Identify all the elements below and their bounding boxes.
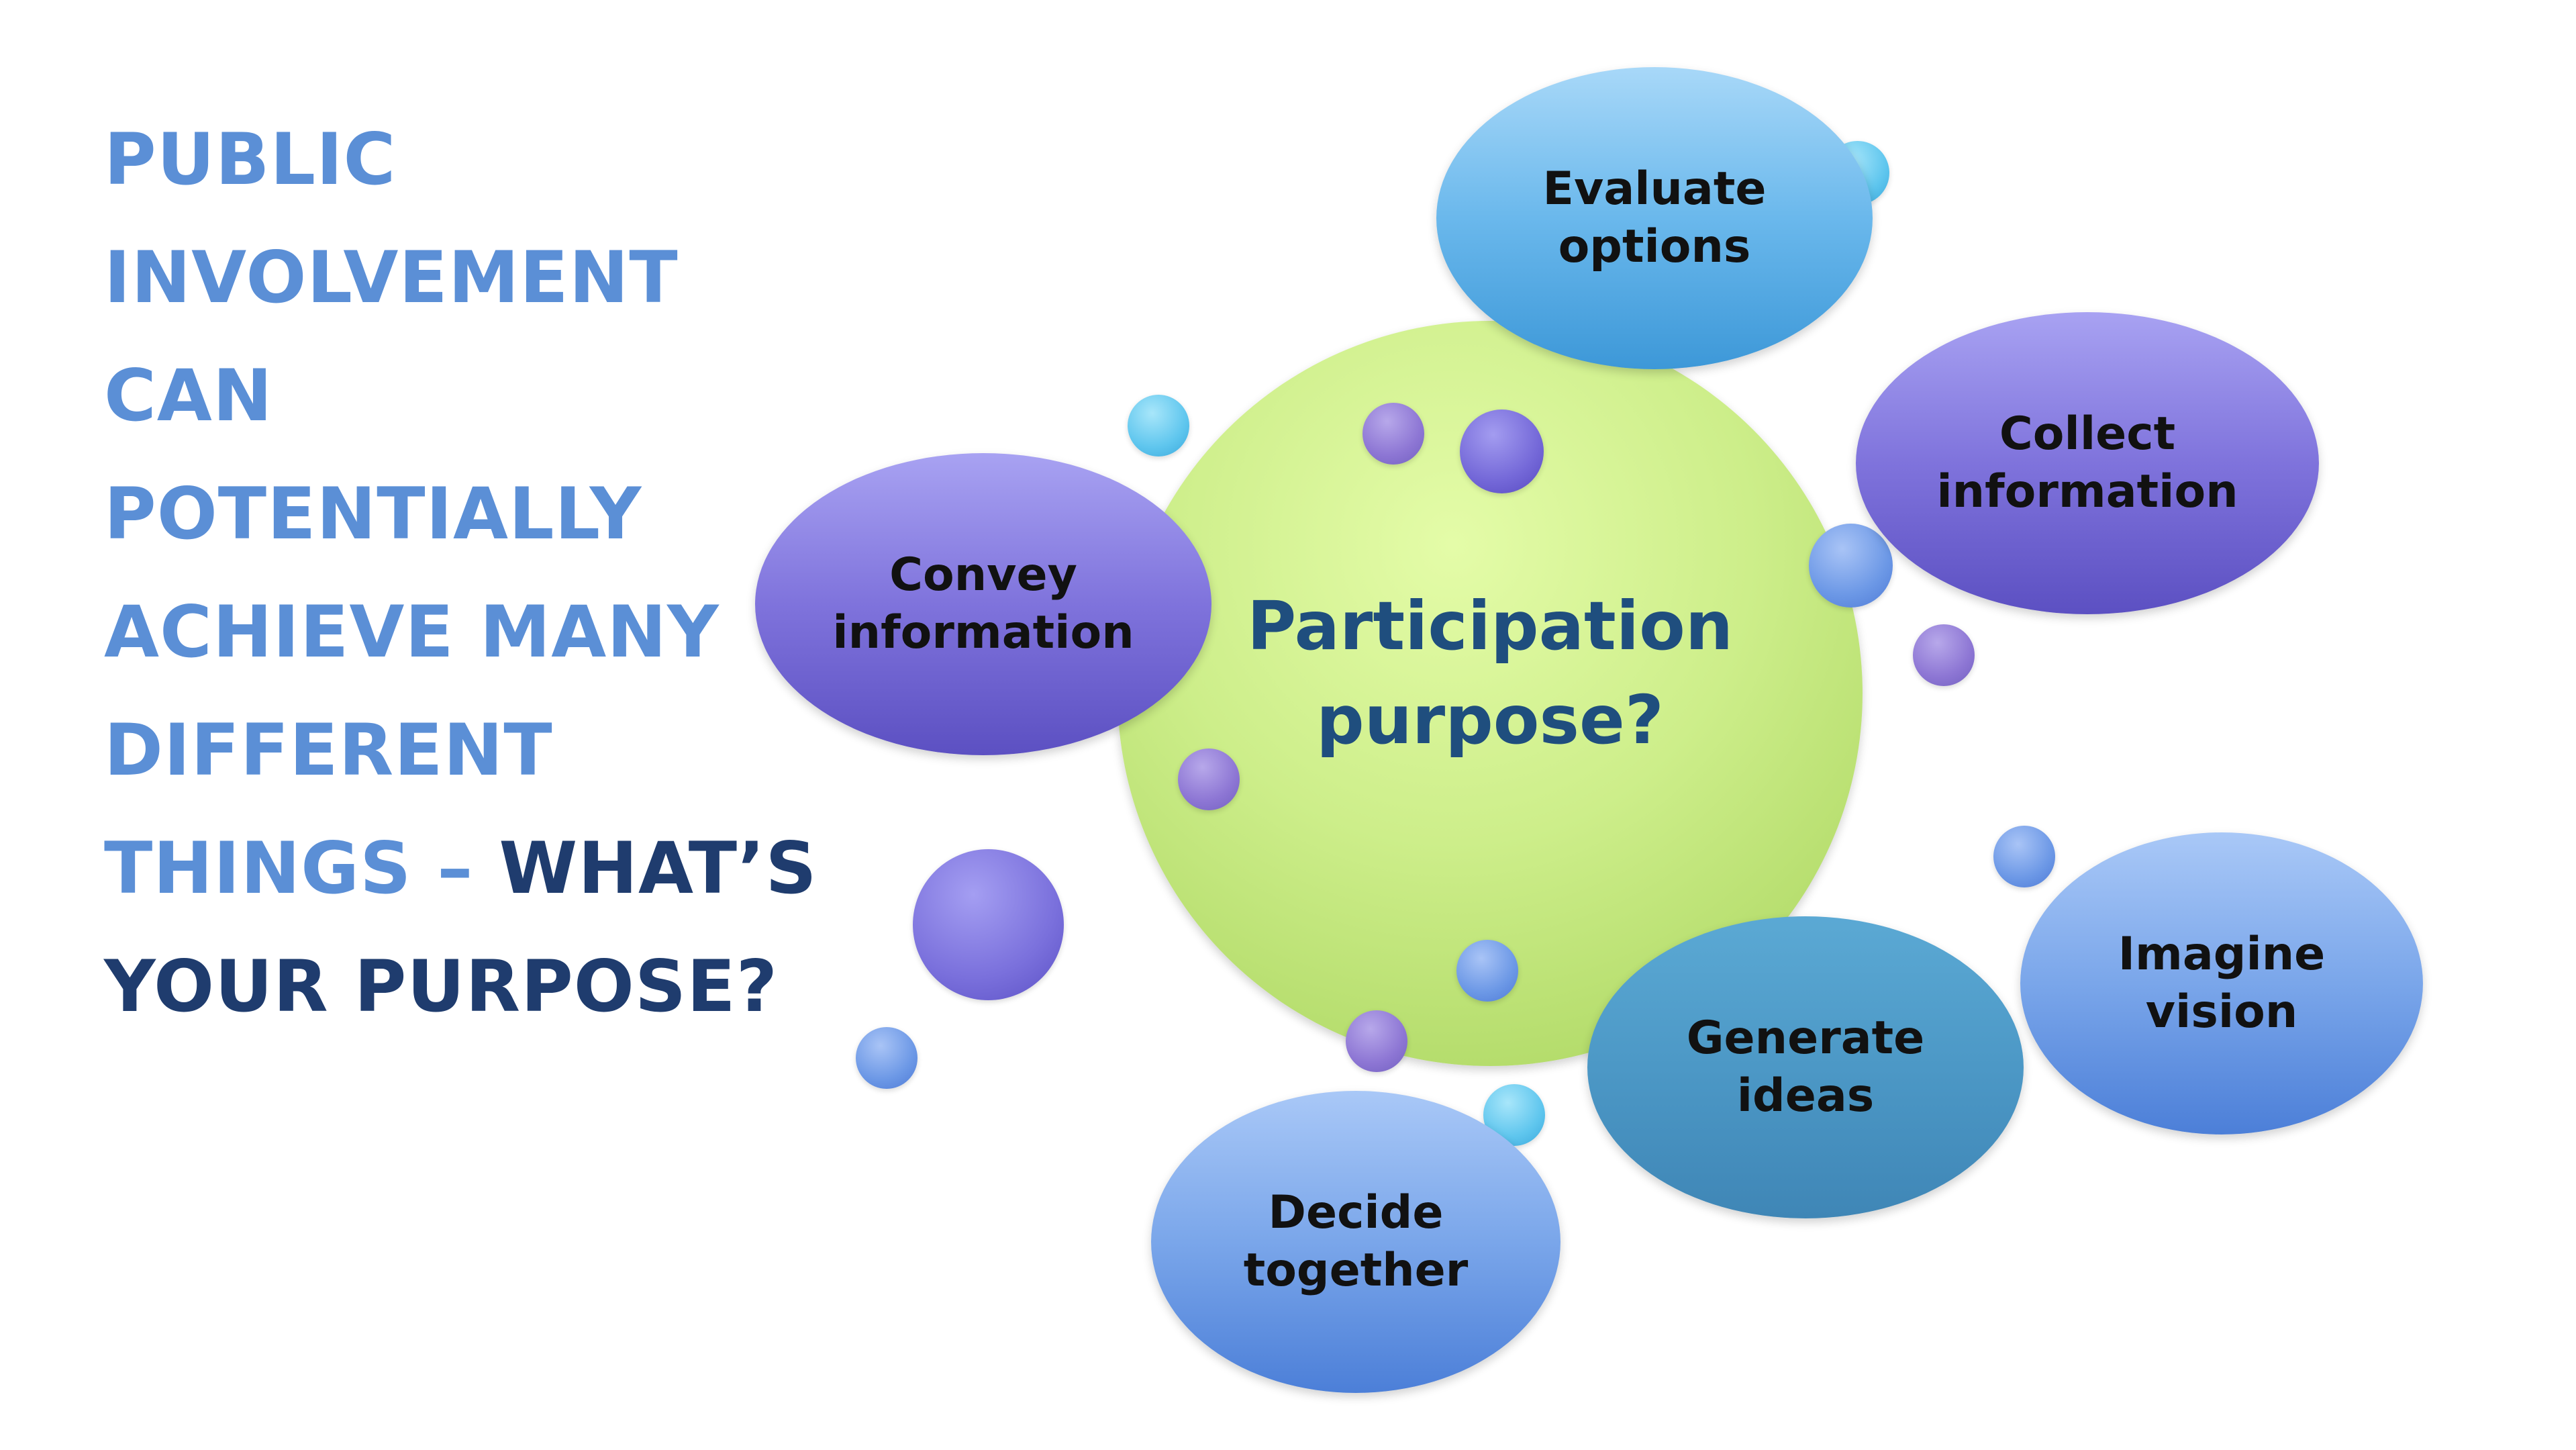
- bubble-collect-information: Collect information: [1856, 312, 2319, 614]
- decorative-dot: [913, 849, 1064, 1000]
- bubble-label-line: information: [832, 606, 1134, 659]
- decorative-dot: [856, 1027, 918, 1089]
- headline-line: YOUR PURPOSE?: [104, 945, 779, 1028]
- headline-light-fragment: THINGS –: [104, 827, 499, 910]
- bubble-label-line: Convey: [889, 548, 1077, 601]
- bubble-label: Decide together: [1244, 1184, 1469, 1300]
- headline-line: POTENTIALLY: [104, 473, 642, 555]
- decorative-dot: [1363, 403, 1424, 465]
- bubble-label-line: Decide: [1268, 1186, 1444, 1239]
- center-label-line: purpose?: [1316, 681, 1664, 759]
- center-label-line: Participation: [1246, 587, 1734, 665]
- bubble-label: Evaluate options: [1543, 160, 1767, 276]
- headline: PUBLIC INVOLVEMENT CAN POTENTIALLY ACHIE…: [104, 101, 829, 1046]
- bubble-label-line: ideas: [1736, 1069, 1875, 1122]
- headline-line: DIFFERENT: [104, 709, 553, 791]
- headline-dark-fragment: WHAT’S: [499, 827, 818, 910]
- bubble-label-line: options: [1558, 220, 1751, 273]
- decorative-dot: [1913, 624, 1975, 686]
- center-label: Participation purpose?: [1247, 579, 1733, 767]
- bubble-label: Imagine vision: [2118, 926, 2326, 1041]
- bubble-label-line: Evaluate: [1542, 162, 1767, 215]
- bubble-label-line: Generate: [1686, 1012, 1925, 1065]
- headline-line: CAN: [104, 354, 273, 437]
- decorative-dot: [1346, 1010, 1407, 1072]
- headline-line: INVOLVEMENT: [104, 236, 679, 319]
- decorative-dot: [1993, 826, 2055, 887]
- headline-line: THINGS – WHAT’S: [104, 810, 829, 928]
- bubble-label-line: Imagine: [2118, 928, 2326, 981]
- bubble-label-line: Collect: [1999, 407, 2176, 461]
- bubble-label-line: vision: [2145, 985, 2298, 1038]
- bubble-generate-ideas: Generate ideas: [1587, 916, 2024, 1218]
- decorative-dot: [1178, 748, 1240, 810]
- headline-line: PUBLIC: [104, 118, 397, 201]
- decorative-dot: [1809, 524, 1893, 608]
- bubble-label: Generate ideas: [1687, 1010, 1925, 1125]
- bubble-imagine-vision: Imagine vision: [2020, 832, 2423, 1134]
- decorative-dot: [1128, 395, 1189, 456]
- bubble-label: Convey information: [832, 546, 1134, 662]
- bubble-label-line: together: [1243, 1244, 1469, 1297]
- bubble-decide-together: Decide together: [1151, 1091, 1561, 1393]
- bubble-evaluate-options: Evaluate options: [1436, 67, 1873, 369]
- bubble-label: Collect information: [1936, 405, 2238, 521]
- decorative-dot: [1460, 409, 1544, 493]
- headline-line: ACHIEVE MANY: [104, 591, 720, 673]
- bubble-label-line: information: [1936, 465, 2238, 518]
- bubble-convey-information: Convey information: [755, 453, 1211, 755]
- decorative-dot: [1456, 940, 1518, 1002]
